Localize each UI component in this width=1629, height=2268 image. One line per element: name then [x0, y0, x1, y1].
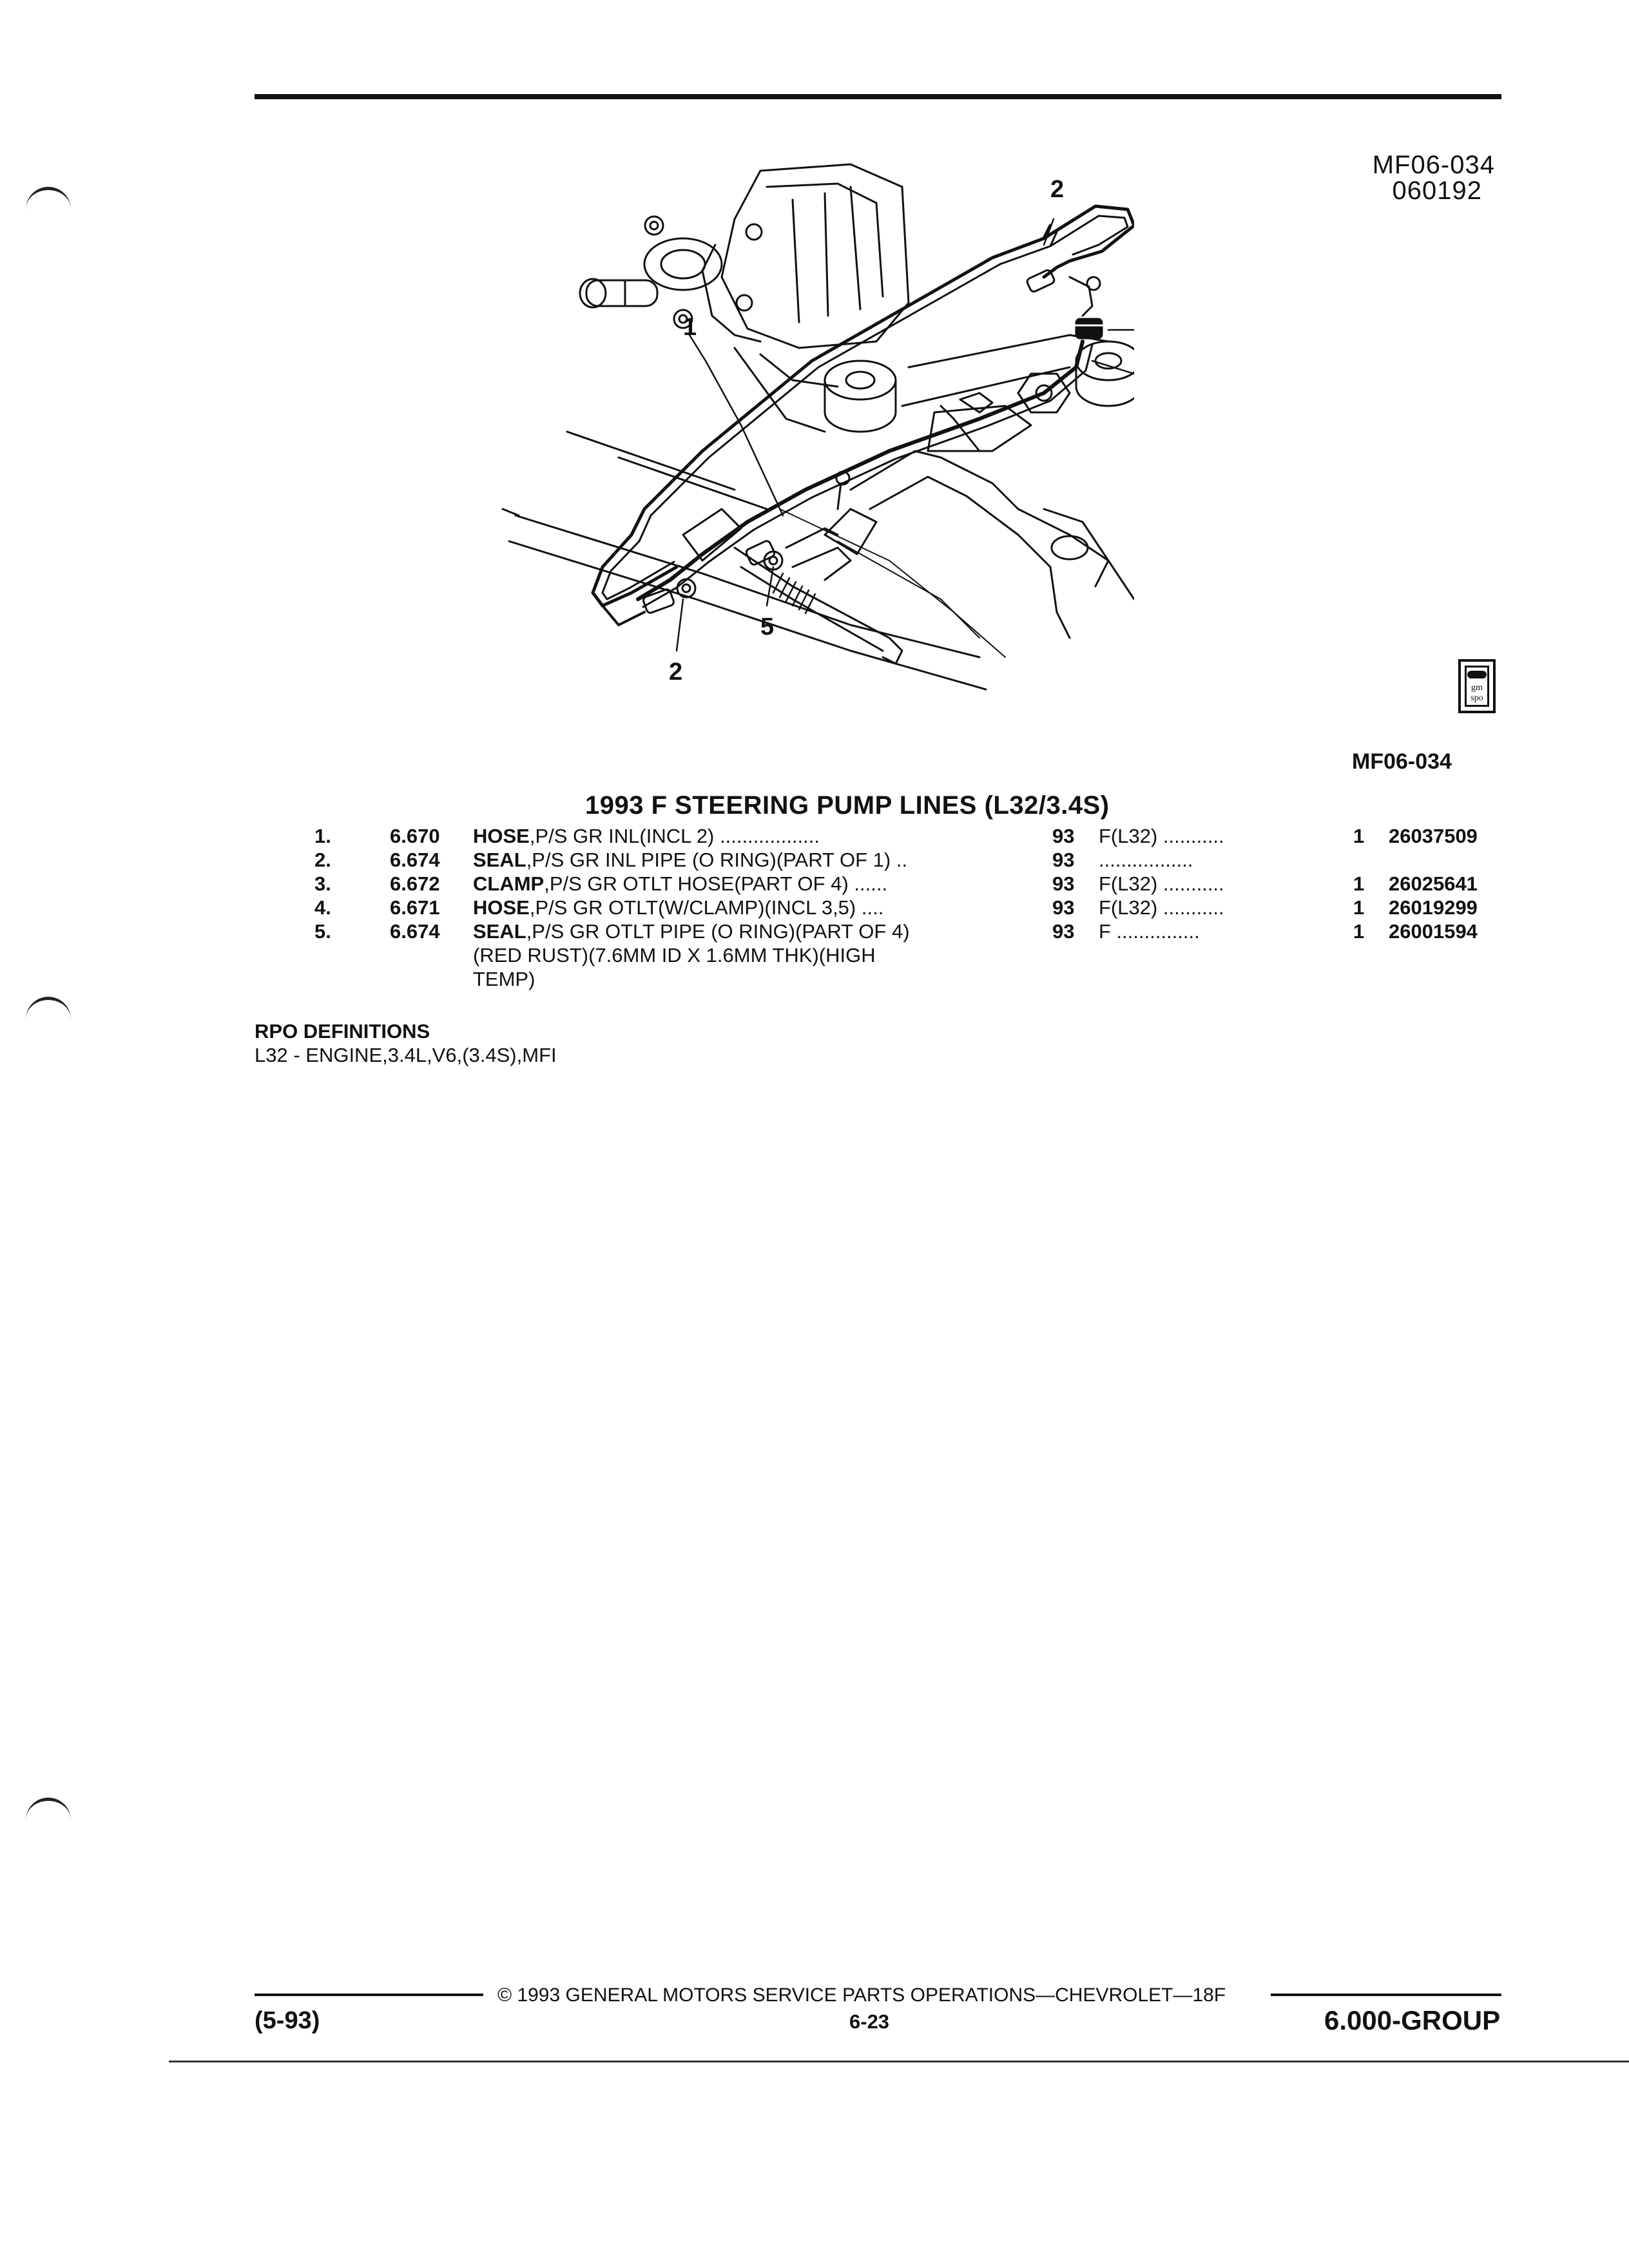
part-description: SEAL,P/S GR INL PIPE (O RING)(PART OF 1)… [473, 849, 908, 871]
callout-5: 5 [760, 613, 774, 640]
top-rule [255, 94, 1501, 99]
part-year: 93 [1052, 849, 1075, 871]
footer-rule-right [1271, 1994, 1501, 1996]
part-number-index: 2. [314, 849, 331, 871]
part-description-continued: (RED RUST)(7.6MM ID X 1.6MM THK)(HIGH [473, 944, 876, 966]
footer-rule-left [255, 1994, 483, 1996]
part-group: 6.672 [390, 872, 440, 895]
part-year: 93 [1052, 872, 1075, 895]
part-group: 6.670 [390, 825, 440, 847]
part-number: 26001594 [1389, 920, 1478, 943]
part-qty: 1 [1353, 825, 1365, 847]
rpo-definition: L32 - ENGINE,3.4L,V6,(3.4S),MFI [255, 1044, 557, 1066]
callout-2-bottom: 2 [669, 658, 682, 686]
callout-2-top: 2 [1050, 176, 1064, 203]
part-model: F(L32) ........... [1099, 872, 1224, 895]
part-number: 26037509 [1389, 825, 1478, 847]
figure-date-header: 060192 [1392, 177, 1482, 205]
figure-code-header: MF06-034 [1372, 151, 1495, 179]
rpo-heading: RPO DEFINITIONS [255, 1020, 430, 1043]
margin-mark [26, 1798, 71, 1820]
part-group: 6.674 [390, 849, 440, 871]
callout-1: 1 [683, 314, 697, 341]
bottom-scan-line [169, 2061, 1629, 2062]
part-model: F(L32) ........... [1099, 825, 1224, 847]
part-number-index: 3. [314, 872, 331, 895]
part-description: CLAMP,P/S GR OTLT HOSE(PART OF 4) ...... [473, 872, 888, 895]
margin-mark [26, 997, 71, 1019]
part-description: HOSE,P/S GR OTLT(W/CLAMP)(INCL 3,5) .... [473, 896, 884, 919]
part-number-index: 4. [314, 896, 331, 919]
part-group: 6.671 [390, 896, 440, 919]
part-year: 93 [1052, 825, 1075, 847]
part-qty: 1 [1353, 896, 1365, 919]
part-description: SEAL,P/S GR OTLT PIPE (O RING)(PART OF 4… [473, 920, 910, 943]
part-model: ................. [1099, 849, 1193, 871]
part-number-index: 5. [314, 920, 331, 943]
part-description-continued: TEMP) [473, 968, 535, 990]
footer-date-code: (5-93) [255, 2007, 320, 2034]
footer-page-number: 6-23 [849, 2010, 890, 2033]
part-qty: 1 [1353, 872, 1365, 895]
part-year: 93 [1052, 896, 1075, 919]
margin-mark [26, 187, 71, 209]
part-number: 26025641 [1389, 872, 1478, 895]
gm-spo-logo: gm spo [1458, 659, 1496, 713]
part-qty: 1 [1353, 920, 1365, 943]
part-model: F(L32) ........... [1099, 896, 1224, 919]
section-title: 1993 F STEERING PUMP LINES (L32/3.4S) [585, 791, 1110, 820]
part-year: 93 [1052, 920, 1075, 943]
part-number-index: 1. [314, 825, 331, 847]
part-model: F ............... [1099, 920, 1200, 943]
footer-copyright: © 1993 GENERAL MOTORS SERVICE PARTS OPER… [497, 1984, 1226, 2006]
part-number: 26019299 [1389, 896, 1478, 919]
part-description: HOSE,P/S GR INL(INCL 2) ................… [473, 825, 820, 847]
footer-group: 6.000-GROUP [1324, 2005, 1501, 2035]
part-group: 6.674 [390, 920, 440, 943]
steering-pump-lines-illustration: 1 2 2 3 4 5 [501, 163, 1134, 691]
figure-label: MF06-034 [1352, 749, 1452, 774]
